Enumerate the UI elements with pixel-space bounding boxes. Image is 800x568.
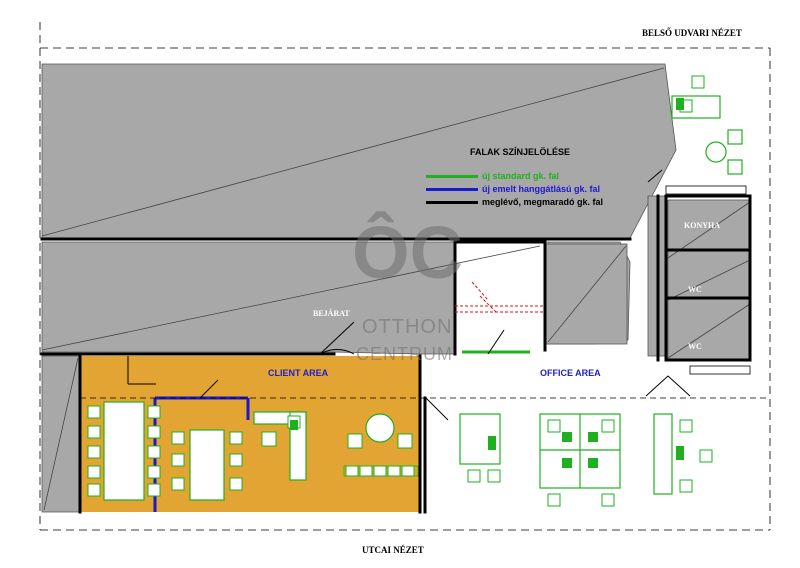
entrance-label: BEJÁRAT <box>313 309 350 318</box>
office-area-label: OFFICE AREA <box>540 368 601 378</box>
legend-item-standard: új standard gk. fal <box>426 171 559 181</box>
client-area-label: CLIENT AREA <box>268 368 329 378</box>
legend-item-label: meglévő, megmaradó gk. fal <box>482 197 604 207</box>
wc-label-2: WC <box>688 342 702 351</box>
office-furniture <box>459 95 743 495</box>
client-bench <box>345 465 415 477</box>
legend-swatch-blue <box>426 187 478 191</box>
client-furniture <box>103 401 395 501</box>
watermark-line1: OTTHON <box>362 316 453 338</box>
gray-hatch <box>41 67 751 511</box>
legend-item-existing: meglévő, megmaradó gk. fal <box>426 197 603 207</box>
legend-item-label: új emelt hanggátlású gk. fal <box>482 184 601 194</box>
legend-swatch-black <box>426 200 478 204</box>
existing-walls <box>40 194 752 514</box>
office-chairs <box>467 75 713 507</box>
legend-item-label: új standard gk. fal <box>482 171 560 181</box>
doors <box>127 169 691 421</box>
legend-title: FALAK SZÍNJELÖLÉSE <box>470 147 571 157</box>
legend-swatch-green <box>426 174 478 178</box>
wc-label-1: WC <box>688 285 702 294</box>
kitchen-label: KONYHA <box>684 221 720 230</box>
legend-item-acoustic: új emelt hanggátlású gk. fal <box>426 184 600 194</box>
view-label-top: BELSŐ UDVARI NÉZET <box>642 28 742 38</box>
demolition-marks <box>455 281 545 313</box>
view-label-bottom: UTCAI NÉZET <box>362 545 424 555</box>
sheet-frame <box>39 22 771 531</box>
watermark-mark: ÔC <box>352 211 463 294</box>
client-chairs <box>87 405 413 497</box>
watermark-logo: ÔC OTTHON CENTRUM <box>348 198 468 378</box>
office-chair-seats <box>290 98 684 468</box>
watermark-line2: CENTRUM <box>356 344 453 364</box>
